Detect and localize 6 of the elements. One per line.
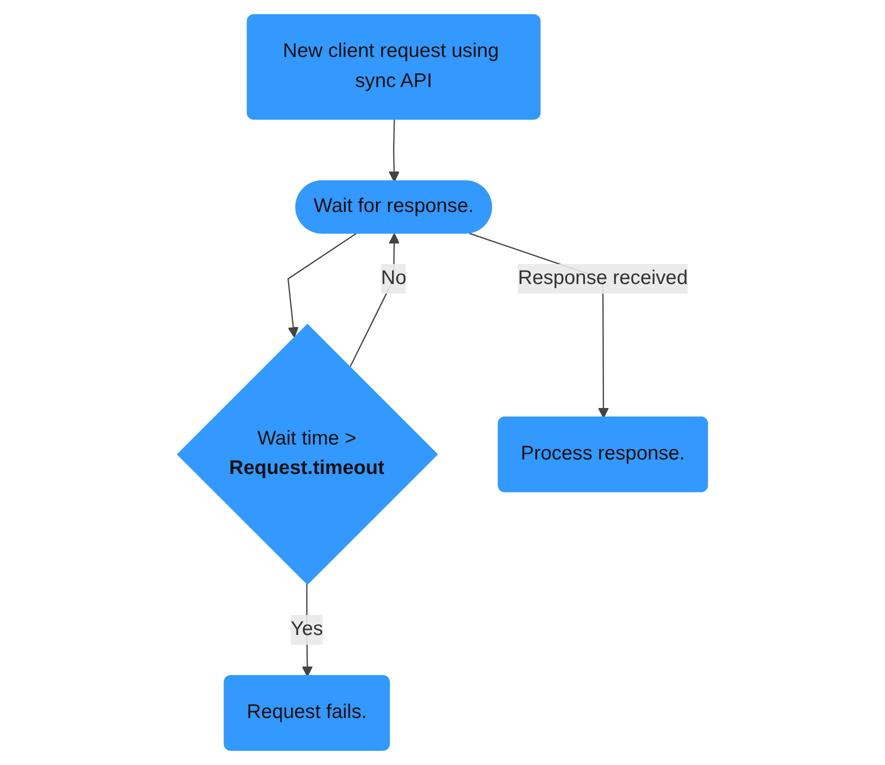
edge-label: Yes bbox=[290, 618, 323, 640]
edge-label: Response received bbox=[518, 268, 688, 289]
edge-label: No bbox=[381, 268, 406, 289]
node-diamond: Wait time > Request.timeout bbox=[176, 324, 438, 585]
arrow bbox=[287, 233, 356, 338]
arrow bbox=[388, 120, 400, 182]
